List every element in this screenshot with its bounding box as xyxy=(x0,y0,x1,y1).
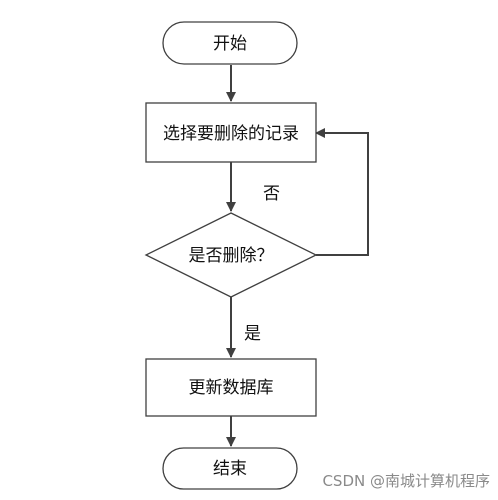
end-node-shape xyxy=(162,447,298,490)
update-db-node: 更新数据库 xyxy=(145,358,317,417)
start-node-shape xyxy=(162,21,298,65)
decision-shape xyxy=(144,212,318,298)
select-record-node: 选择要删除的记录 xyxy=(145,102,317,163)
decision-label: 是否删除？ xyxy=(189,246,274,266)
end-node: 结束 xyxy=(162,447,298,490)
update-db-label: 更新数据库 xyxy=(189,378,274,398)
select-record-shape xyxy=(145,102,317,163)
watermark-text: CSDN @南城计算机程序 xyxy=(322,472,490,490)
start-node-label: 开始 xyxy=(213,34,247,54)
decision-node: 是否删除？ xyxy=(144,212,318,298)
start-node: 开始 xyxy=(162,21,298,65)
end-node-label: 结束 xyxy=(213,459,247,479)
edge-decision-no-loop xyxy=(315,128,369,256)
select-record-label: 选择要删除的记录 xyxy=(163,124,299,144)
edge-label-yes: 是 xyxy=(244,324,261,344)
update-db-shape xyxy=(145,358,317,417)
edge-label-no: 否 xyxy=(263,184,280,204)
